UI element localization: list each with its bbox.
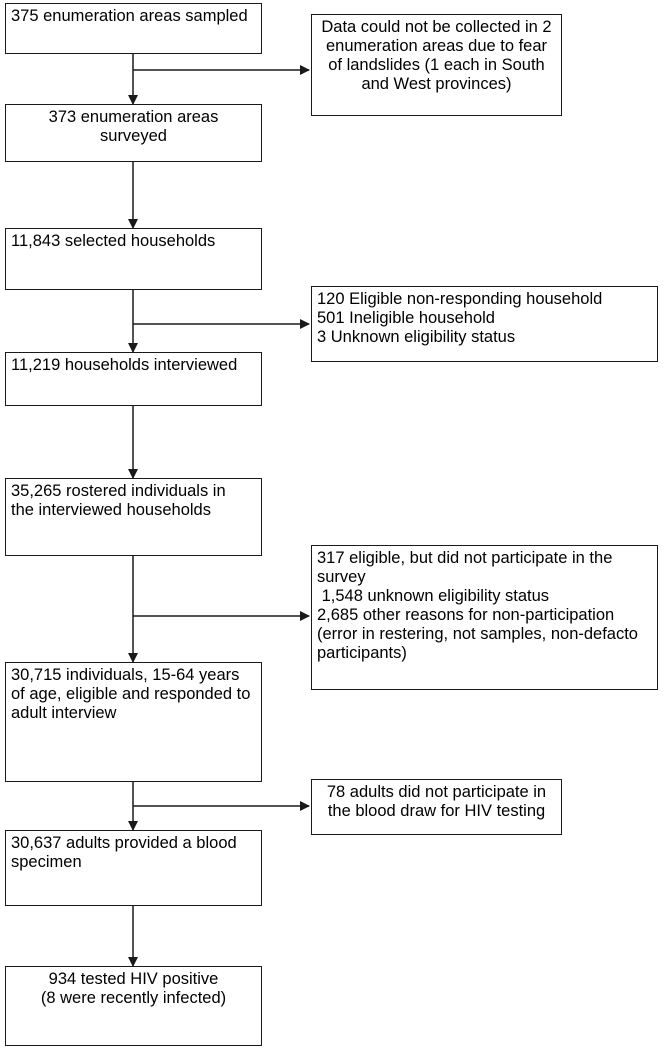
box-exclusion-landslides: Data could not be collected in 2 enumera… (311, 14, 562, 116)
box-enumeration-areas-surveyed: 373 enumeration areas surveyed (5, 104, 262, 162)
box-exclusion-households: 120 Eligible non-responding household 50… (311, 286, 658, 362)
box-exclusion-blood-draw: 78 adults did not participate in the blo… (311, 779, 562, 835)
box-blood-specimen: 30,637 adults provided a blood specimen (5, 830, 262, 906)
box-exclusion-individuals: 317 eligible, but did not participate in… (311, 545, 658, 690)
box-enumeration-areas-sampled: 375 enumeration areas sampled (5, 3, 262, 54)
box-households-interviewed: 11,219 households interviewed (5, 352, 262, 406)
box-tested-hiv-positive: 934 tested HIV positive (8 were recently… (5, 966, 262, 1046)
box-eligible-individuals: 30,715 individuals, 15-64 years of age, … (5, 662, 262, 782)
box-rostered-individuals: 35,265 rostered individuals in the inter… (5, 478, 262, 556)
box-selected-households: 11,843 selected households (5, 228, 262, 290)
